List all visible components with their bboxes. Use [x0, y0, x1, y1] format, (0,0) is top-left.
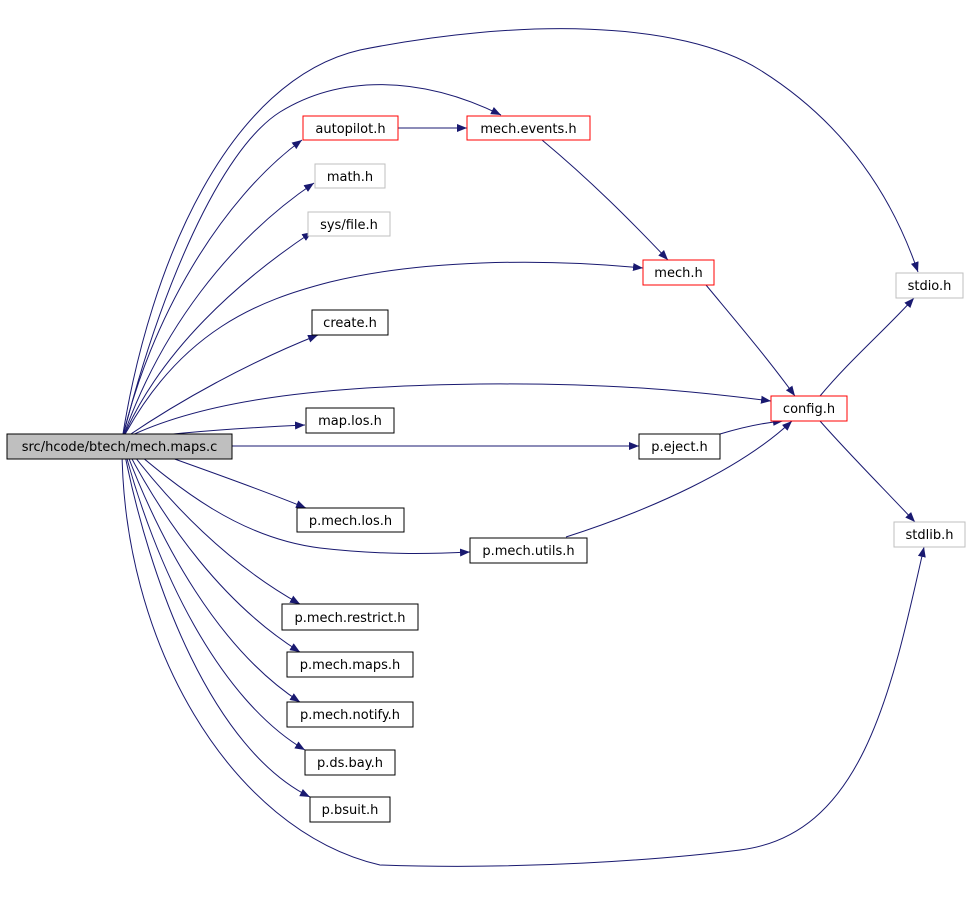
node-create-h[interactable]: create.h	[311, 309, 389, 336]
edge-source-to-math	[121, 182, 315, 441]
node-label: p.ds.bay.h	[317, 756, 383, 771]
node-label: sys/file.h	[320, 218, 378, 233]
edge-source-to-p-ds-bay	[121, 439, 306, 751]
edge-source-to-config	[121, 383, 772, 441]
node-label: autopilot.h	[315, 122, 385, 137]
node-label: create.h	[323, 316, 377, 331]
node-label: map.los.h	[318, 414, 382, 429]
edge-source-to-p-mech-notify	[121, 439, 301, 703]
node-map-los-h[interactable]: map.los.h	[305, 407, 395, 434]
node-p-mech-maps-h[interactable]: p.mech.maps.h	[286, 651, 414, 678]
node-mech-events-h[interactable]: mech.events.h	[466, 115, 591, 141]
node-label: p.eject.h	[651, 440, 708, 455]
node-label: p.mech.maps.h	[300, 658, 401, 673]
node-p-mech-los-h[interactable]: p.mech.los.h	[296, 507, 405, 533]
edge-source-to-stdlib	[121, 439, 926, 867]
node-label: p.mech.restrict.h	[294, 611, 405, 626]
node-label: src/hcode/btech/mech.maps.c	[22, 440, 218, 455]
node-sys-file-h[interactable]: sys/file.h	[307, 211, 391, 237]
node-label: stdio.h	[908, 279, 952, 294]
node-config-h[interactable]: config.h	[770, 395, 848, 422]
node-p-mech-notify-h[interactable]: p.mech.notify.h	[286, 701, 414, 728]
edge-source-to-p-mech-maps	[121, 439, 301, 653]
node-label: mech.h	[654, 266, 702, 281]
edge-source-to-autopilot	[121, 139, 303, 441]
node-label: math.h	[327, 170, 373, 185]
edge-p-eject-to-config	[719, 417, 784, 435]
node-p-ds-bay-h[interactable]: p.ds.bay.h	[304, 749, 396, 776]
edge-source-to-mech-events	[121, 84, 502, 441]
node-label: config.h	[783, 402, 835, 417]
edge-source-to-create	[121, 334, 319, 441]
edge-source-to-p-mech-restrict	[121, 439, 301, 605]
node-label: mech.events.h	[480, 122, 576, 137]
edge-source-to-mech	[121, 261, 644, 441]
node-label: p.bsuit.h	[322, 803, 379, 818]
node-stdio-h[interactable]: stdio.h	[895, 272, 964, 299]
node-label: p.mech.utils.h	[482, 544, 574, 559]
node-p-bsuit-h[interactable]: p.bsuit.h	[309, 796, 391, 823]
node-p-mech-utils-h[interactable]: p.mech.utils.h	[469, 537, 588, 564]
edge-source-to-p-mech-utils	[121, 439, 471, 557]
edge-config-to-stdlib	[819, 420, 916, 523]
node-stdlib-h[interactable]: stdlib.h	[893, 521, 966, 548]
edge-mech-to-config	[705, 284, 796, 397]
edge-source-to-stdio	[121, 28, 919, 441]
node-math-h[interactable]: math.h	[314, 163, 386, 189]
edge-source-to-sys-file	[121, 231, 313, 441]
edge-config-to-stdio	[819, 297, 915, 397]
node-p-mech-restrict-h[interactable]: p.mech.restrict.h	[281, 603, 419, 631]
nodes: src/hcode/btech/mech.maps.c autopilot.h …	[6, 115, 966, 823]
node-mech-h[interactable]: mech.h	[642, 259, 715, 286]
node-source-file[interactable]: src/hcode/btech/mech.maps.c	[6, 433, 233, 460]
edges	[121, 28, 926, 867]
node-label: stdlib.h	[906, 528, 954, 543]
node-label: p.mech.notify.h	[300, 708, 400, 723]
node-autopilot-h[interactable]: autopilot.h	[302, 115, 399, 141]
edge-source-to-p-bsuit	[121, 439, 311, 798]
edge-p-mech-utils-to-config	[565, 420, 793, 538]
node-label: p.mech.los.h	[309, 514, 392, 529]
node-p-eject-h[interactable]: p.eject.h	[638, 433, 721, 460]
edge-mech-events-to-mech	[541, 139, 669, 261]
